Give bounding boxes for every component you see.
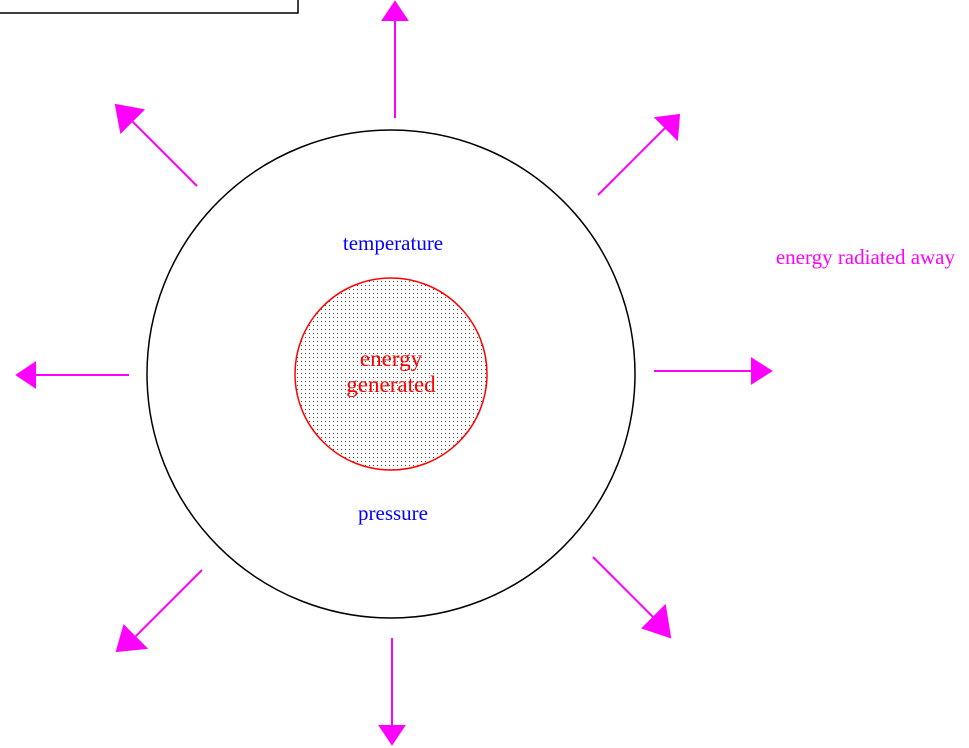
arrow-down-left (115, 569, 203, 653)
radiation-arrows (15, 0, 773, 746)
arrow-up (381, 0, 409, 118)
star-outline (146, 129, 636, 619)
label-energy-radiated-away: energy radiated away (776, 245, 956, 269)
arrow-up-right (597, 113, 681, 196)
arrow-up-left (114, 103, 198, 187)
label-temperature: temperature (343, 231, 443, 255)
core-outline (294, 277, 488, 471)
label-core-line1: energy (360, 346, 423, 371)
arrow-down (378, 638, 406, 746)
label-pressure: pressure (358, 501, 428, 525)
label-core-line2: generated (346, 372, 436, 397)
arrow-down-right (592, 556, 672, 639)
arrow-left (15, 361, 129, 389)
arrow-right (654, 357, 773, 385)
core-fill (295, 278, 487, 470)
top-left-frame (0, 0, 299, 14)
